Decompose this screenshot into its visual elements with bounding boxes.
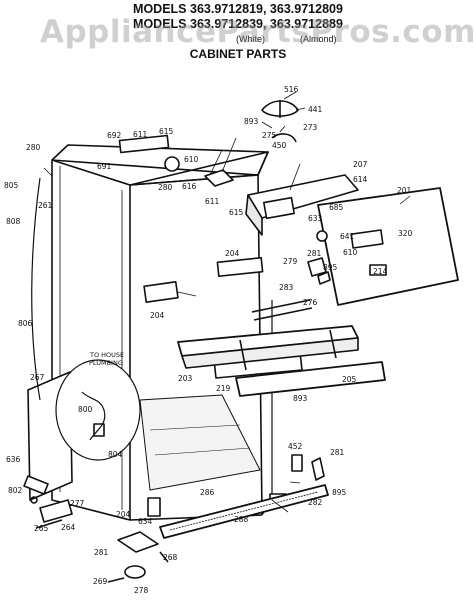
callout-201: 201: [397, 186, 412, 195]
loose-parts: [107, 531, 169, 583]
callout-895-upper: 895: [323, 263, 338, 272]
callout-611-lower: 611: [205, 197, 220, 206]
callout-802: 802: [8, 486, 23, 495]
white-note: (White): [236, 34, 265, 44]
callout-685: 685: [329, 203, 344, 212]
callout-441: 441: [308, 105, 323, 114]
thermostat-parts: [307, 230, 331, 285]
models-title-line-2: MODELS 363.9712839, 363.9712889: [133, 17, 343, 31]
callout-634: 634: [138, 517, 153, 526]
callout-281-bottom: 281: [94, 548, 109, 557]
callout-691: 691: [97, 162, 112, 171]
almond-note: (Almond): [300, 34, 337, 44]
callout-261: 261: [38, 201, 53, 210]
callout-207: 207: [353, 160, 368, 169]
callout-636: 636: [6, 455, 21, 464]
callout-611: 611: [133, 130, 148, 139]
callout-804: 804: [108, 450, 123, 459]
damper-housing: [245, 174, 359, 236]
callout-692: 692: [107, 131, 122, 140]
callout-279: 279: [283, 257, 298, 266]
callout-616: 616: [182, 182, 197, 191]
callout-610: 610: [184, 155, 199, 164]
top-controls: [118, 100, 299, 187]
callout-320: 320: [398, 229, 413, 238]
callout-204-mid: 204: [150, 311, 165, 320]
callout-288: 288: [234, 515, 249, 524]
callout-641: 641: [340, 232, 355, 241]
leader-lines: [43, 91, 411, 513]
plumbing-detail: [55, 359, 141, 461]
callout-275: 275: [262, 131, 277, 140]
cabinet-shell: [51, 144, 273, 521]
water-line: [31, 177, 41, 401]
callout-452: 452: [288, 442, 303, 451]
callout-283: 283: [279, 283, 294, 292]
callout-516: 516: [284, 85, 299, 94]
callout-277: 277: [70, 499, 85, 508]
callout-214: 214: [373, 267, 388, 276]
callout-800: 800: [78, 405, 93, 414]
cabinet-parts-subtitle: CABINET PARTS: [189, 47, 287, 61]
callout-203: 203: [178, 374, 193, 383]
leveling-parts: [23, 475, 73, 529]
callout-273: 273: [303, 123, 318, 132]
plumbing-label: PLUMBING: [89, 359, 123, 367]
callout-280-top: 280: [158, 183, 173, 192]
callout-278: 278: [134, 586, 149, 595]
callout-805: 805: [4, 181, 19, 190]
to-house-label: TO HOUSE: [89, 351, 124, 359]
models-title-line-1: MODELS 363.9712819, 363.9712809: [133, 2, 343, 16]
callout-895-lower: 895: [332, 488, 347, 497]
callout-450: 450: [272, 141, 287, 150]
callout-806: 806: [18, 319, 33, 328]
callout-205: 205: [342, 375, 357, 384]
callout-281-right: 281: [330, 448, 345, 457]
callout-615-lower: 615: [229, 208, 244, 217]
evaporator-cover: [317, 187, 459, 306]
callout-280-left: 280: [26, 143, 41, 152]
callout-282: 282: [308, 498, 323, 507]
callout-204-upper: 204: [225, 249, 240, 258]
callout-219: 219: [216, 384, 231, 393]
callout-268: 268: [163, 553, 178, 562]
callout-610-lower: 610: [343, 248, 358, 257]
callout-267: 267: [30, 373, 45, 382]
callout-281-upper: 281: [307, 249, 322, 258]
callout-264: 264: [61, 523, 76, 532]
toe-grille: [159, 484, 329, 539]
callout-614: 614: [353, 175, 368, 184]
crisper-cover-assembly: [177, 325, 386, 397]
callout-615: 615: [159, 127, 174, 136]
callouts: 516 441 893 275 273 450 692 611 615 691 …: [4, 85, 413, 595]
watermark: AppliancePartsPros.com: [40, 14, 476, 50]
callout-808: 808: [6, 217, 21, 226]
callout-265: 265: [34, 524, 49, 533]
shelf-brackets: [143, 256, 313, 321]
callout-204-lower: 204: [116, 510, 131, 519]
callout-276: 276: [303, 298, 318, 307]
callout-269: 269: [93, 577, 108, 586]
callout-893: 893: [244, 117, 259, 126]
callout-633: 633: [308, 214, 323, 223]
callout-286: 286: [200, 488, 215, 497]
callout-893-lower: 893: [293, 394, 308, 403]
